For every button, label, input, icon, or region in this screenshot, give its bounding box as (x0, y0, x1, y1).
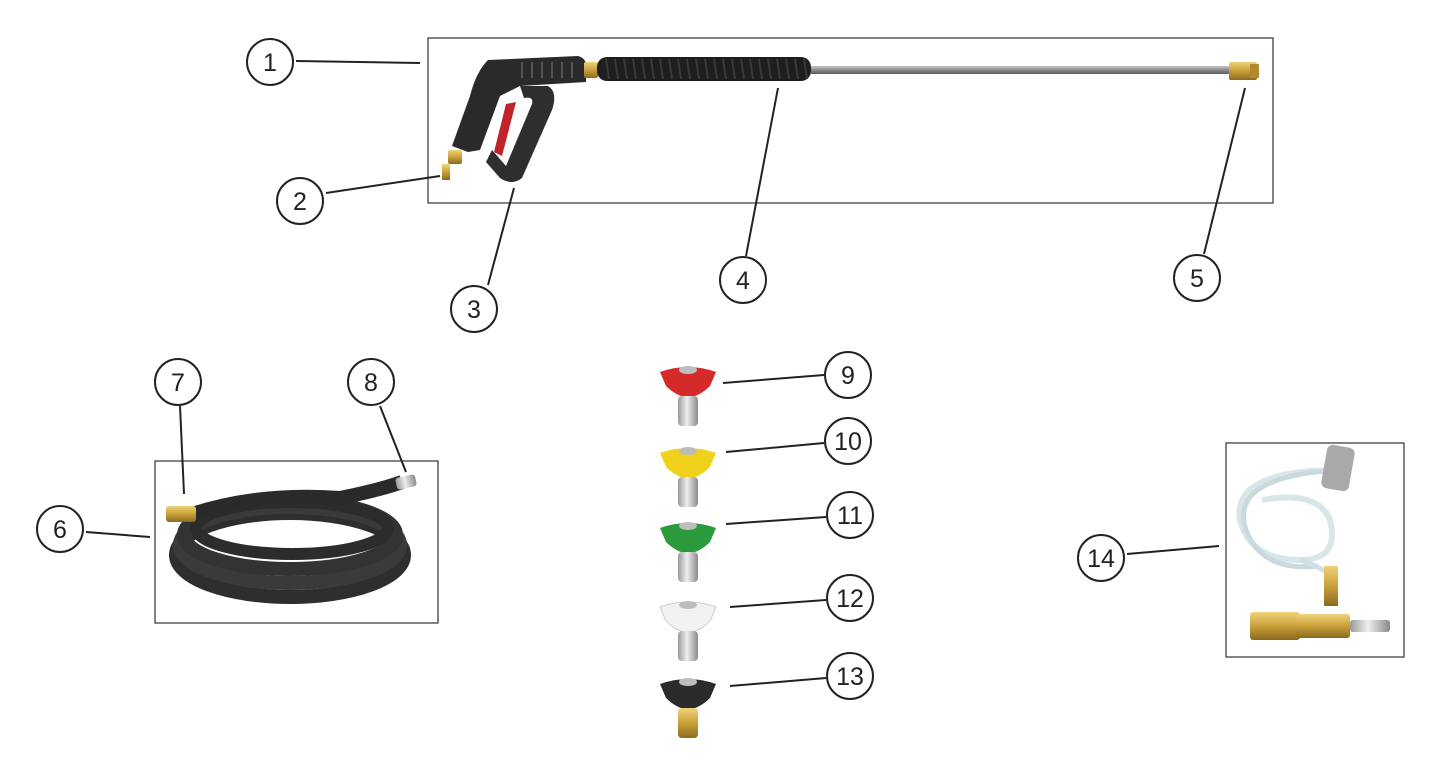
callout-circle (154, 358, 202, 406)
callout-7: 7 (154, 358, 202, 406)
leader-line-5 (1203, 87, 1246, 255)
leader-line-6 (85, 531, 151, 538)
callout-number: 14 (1087, 545, 1115, 573)
callout-number: 6 (53, 516, 67, 544)
callout-number: 3 (467, 296, 481, 324)
callout-1: 1 (246, 38, 294, 86)
callout-circle (347, 358, 395, 406)
white-nozzle-tip (659, 601, 717, 661)
callout-number: 12 (836, 585, 864, 613)
yellow-nozzle-tip (660, 447, 716, 507)
callout-number: 2 (293, 188, 307, 216)
callout-circle (1077, 534, 1125, 582)
red-nozzle-tip (660, 366, 716, 426)
leader-line-12 (729, 599, 827, 608)
leader-line-1 (295, 60, 421, 64)
leader-line-2 (325, 175, 441, 194)
callout-number: 7 (171, 369, 185, 397)
spray-gun (442, 56, 598, 182)
leader-line-3 (487, 187, 515, 286)
callout-circle (824, 417, 872, 465)
callout-circle (826, 574, 874, 622)
leader-line-7 (179, 405, 185, 495)
gun-wand-frame (427, 37, 1274, 204)
leader-line-4 (745, 87, 779, 257)
soap-injector (1236, 444, 1390, 640)
callout-14: 14 (1077, 534, 1125, 582)
leader-line-14 (1126, 545, 1220, 555)
callout-8: 8 (347, 358, 395, 406)
callout-circle (826, 491, 874, 539)
callout-circle (450, 285, 498, 333)
callout-4: 4 (719, 256, 767, 304)
callout-5: 5 (1173, 254, 1221, 302)
leader-line-13 (729, 677, 827, 687)
hose-frame (154, 460, 439, 624)
callout-circle (1173, 254, 1221, 302)
leader-line-10 (725, 442, 825, 453)
injector-frame (1225, 442, 1405, 658)
callout-circle (826, 652, 874, 700)
callout-3: 3 (450, 285, 498, 333)
callout-circle (719, 256, 767, 304)
callout-number: 10 (834, 428, 862, 456)
callout-12: 12 (826, 574, 874, 622)
callout-circle (276, 177, 324, 225)
callout-circle (36, 505, 84, 553)
callout-number: 11 (837, 502, 863, 530)
callout-2: 2 (276, 177, 324, 225)
callout-number: 13 (836, 663, 864, 691)
callout-6: 6 (36, 505, 84, 553)
leader-line-11 (725, 516, 827, 525)
callout-9: 9 (824, 351, 872, 399)
callout-number: 9 (841, 362, 855, 390)
callout-13: 13 (826, 652, 874, 700)
leader-line-9 (722, 374, 825, 384)
callout-11: 11 (826, 491, 874, 539)
callout-number: 4 (736, 267, 750, 295)
black-nozzle-tip (660, 678, 716, 738)
callout-circle (246, 38, 294, 86)
hose-coil (166, 474, 417, 604)
green-nozzle-tip (660, 522, 716, 582)
wand (597, 57, 1259, 81)
leader-line-8 (379, 405, 407, 473)
callout-number: 8 (364, 369, 378, 397)
callout-number: 1 (263, 49, 277, 77)
callout-10: 10 (824, 417, 872, 465)
callout-circle (824, 351, 872, 399)
callout-number: 5 (1190, 265, 1204, 293)
